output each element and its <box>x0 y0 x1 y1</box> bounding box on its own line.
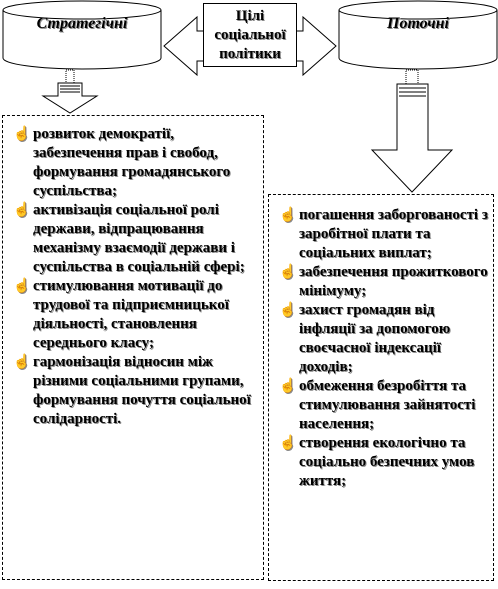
list-item: ☝створення екологічно та соціально безпе… <box>275 434 489 491</box>
strategic-goals-label: Стратегічні <box>36 15 128 32</box>
title-line: політики <box>219 45 281 62</box>
strategic-goals-list: ☝розвиток демократії, забезпечення прав … <box>9 125 259 429</box>
list-item: ☝гармонізація відносин між різними соціа… <box>9 353 259 429</box>
pointing-hand-icon: ☝ <box>279 208 297 223</box>
strategic-goals-list-box: ☝розвиток демократії, забезпечення прав … <box>2 115 264 580</box>
list-item: ☝захист громадян від інфляції за допомог… <box>275 301 489 377</box>
pointing-hand-icon: ☝ <box>13 203 31 218</box>
social-policy-goals-title: Цілі соціальної політики <box>203 3 297 67</box>
pointing-hand-icon: ☝ <box>13 355 31 370</box>
title-line: Цілі <box>235 7 265 24</box>
pointing-hand-icon: ☝ <box>13 127 31 142</box>
list-item: ☝активізація соціальної ролі держави, ві… <box>9 201 259 277</box>
list-item-text: забезпечення прожиткового мінімуму; <box>299 264 488 299</box>
list-item-text: гармонізація відносин між різними соціал… <box>33 354 251 427</box>
list-item: ☝забезпечення прожиткового мінімуму; <box>275 263 489 301</box>
list-item-text: погашення заборгованості з заробітної пл… <box>299 207 488 261</box>
current-goals-label: Поточні <box>387 15 449 32</box>
pointing-hand-icon: ☝ <box>13 279 31 294</box>
pointing-hand-icon: ☝ <box>279 265 297 280</box>
list-item: ☝стимулювання мотивації до трудової та п… <box>9 277 259 353</box>
list-item: ☝погашення заборгованості з заробітної п… <box>275 206 489 263</box>
pointing-hand-icon: ☝ <box>279 303 297 318</box>
list-item: ☝розвиток демократії, забезпечення прав … <box>9 125 259 201</box>
right-cylinder-shape <box>338 0 498 70</box>
pointing-hand-icon: ☝ <box>279 436 297 451</box>
right-down-arrow <box>370 69 454 193</box>
title-line: соціальної <box>214 26 286 43</box>
list-item-text: обмеження безробіття та стимулювання зай… <box>299 378 476 432</box>
pointing-hand-icon: ☝ <box>279 379 297 394</box>
list-item-text: активізація соціальної ролі держави, від… <box>33 202 245 275</box>
list-item-text: створення екологічно та соціально безпеч… <box>299 435 475 489</box>
current-goals-list-box: ☝погашення заборгованості з заробітної п… <box>268 194 494 581</box>
list-item-text: захист громадян від інфляції за допомого… <box>299 302 451 375</box>
list-item: ☝обмеження безробіття та стимулювання за… <box>275 377 489 434</box>
list-item-text: розвиток демократії, забезпечення прав і… <box>33 126 231 199</box>
current-goals-list: ☝погашення заборгованості з заробітної п… <box>275 206 489 491</box>
left-cylinder-shape <box>2 0 162 70</box>
list-item-text: стимулювання мотивації до трудової та пі… <box>33 278 229 351</box>
left-down-arrow <box>41 69 99 114</box>
